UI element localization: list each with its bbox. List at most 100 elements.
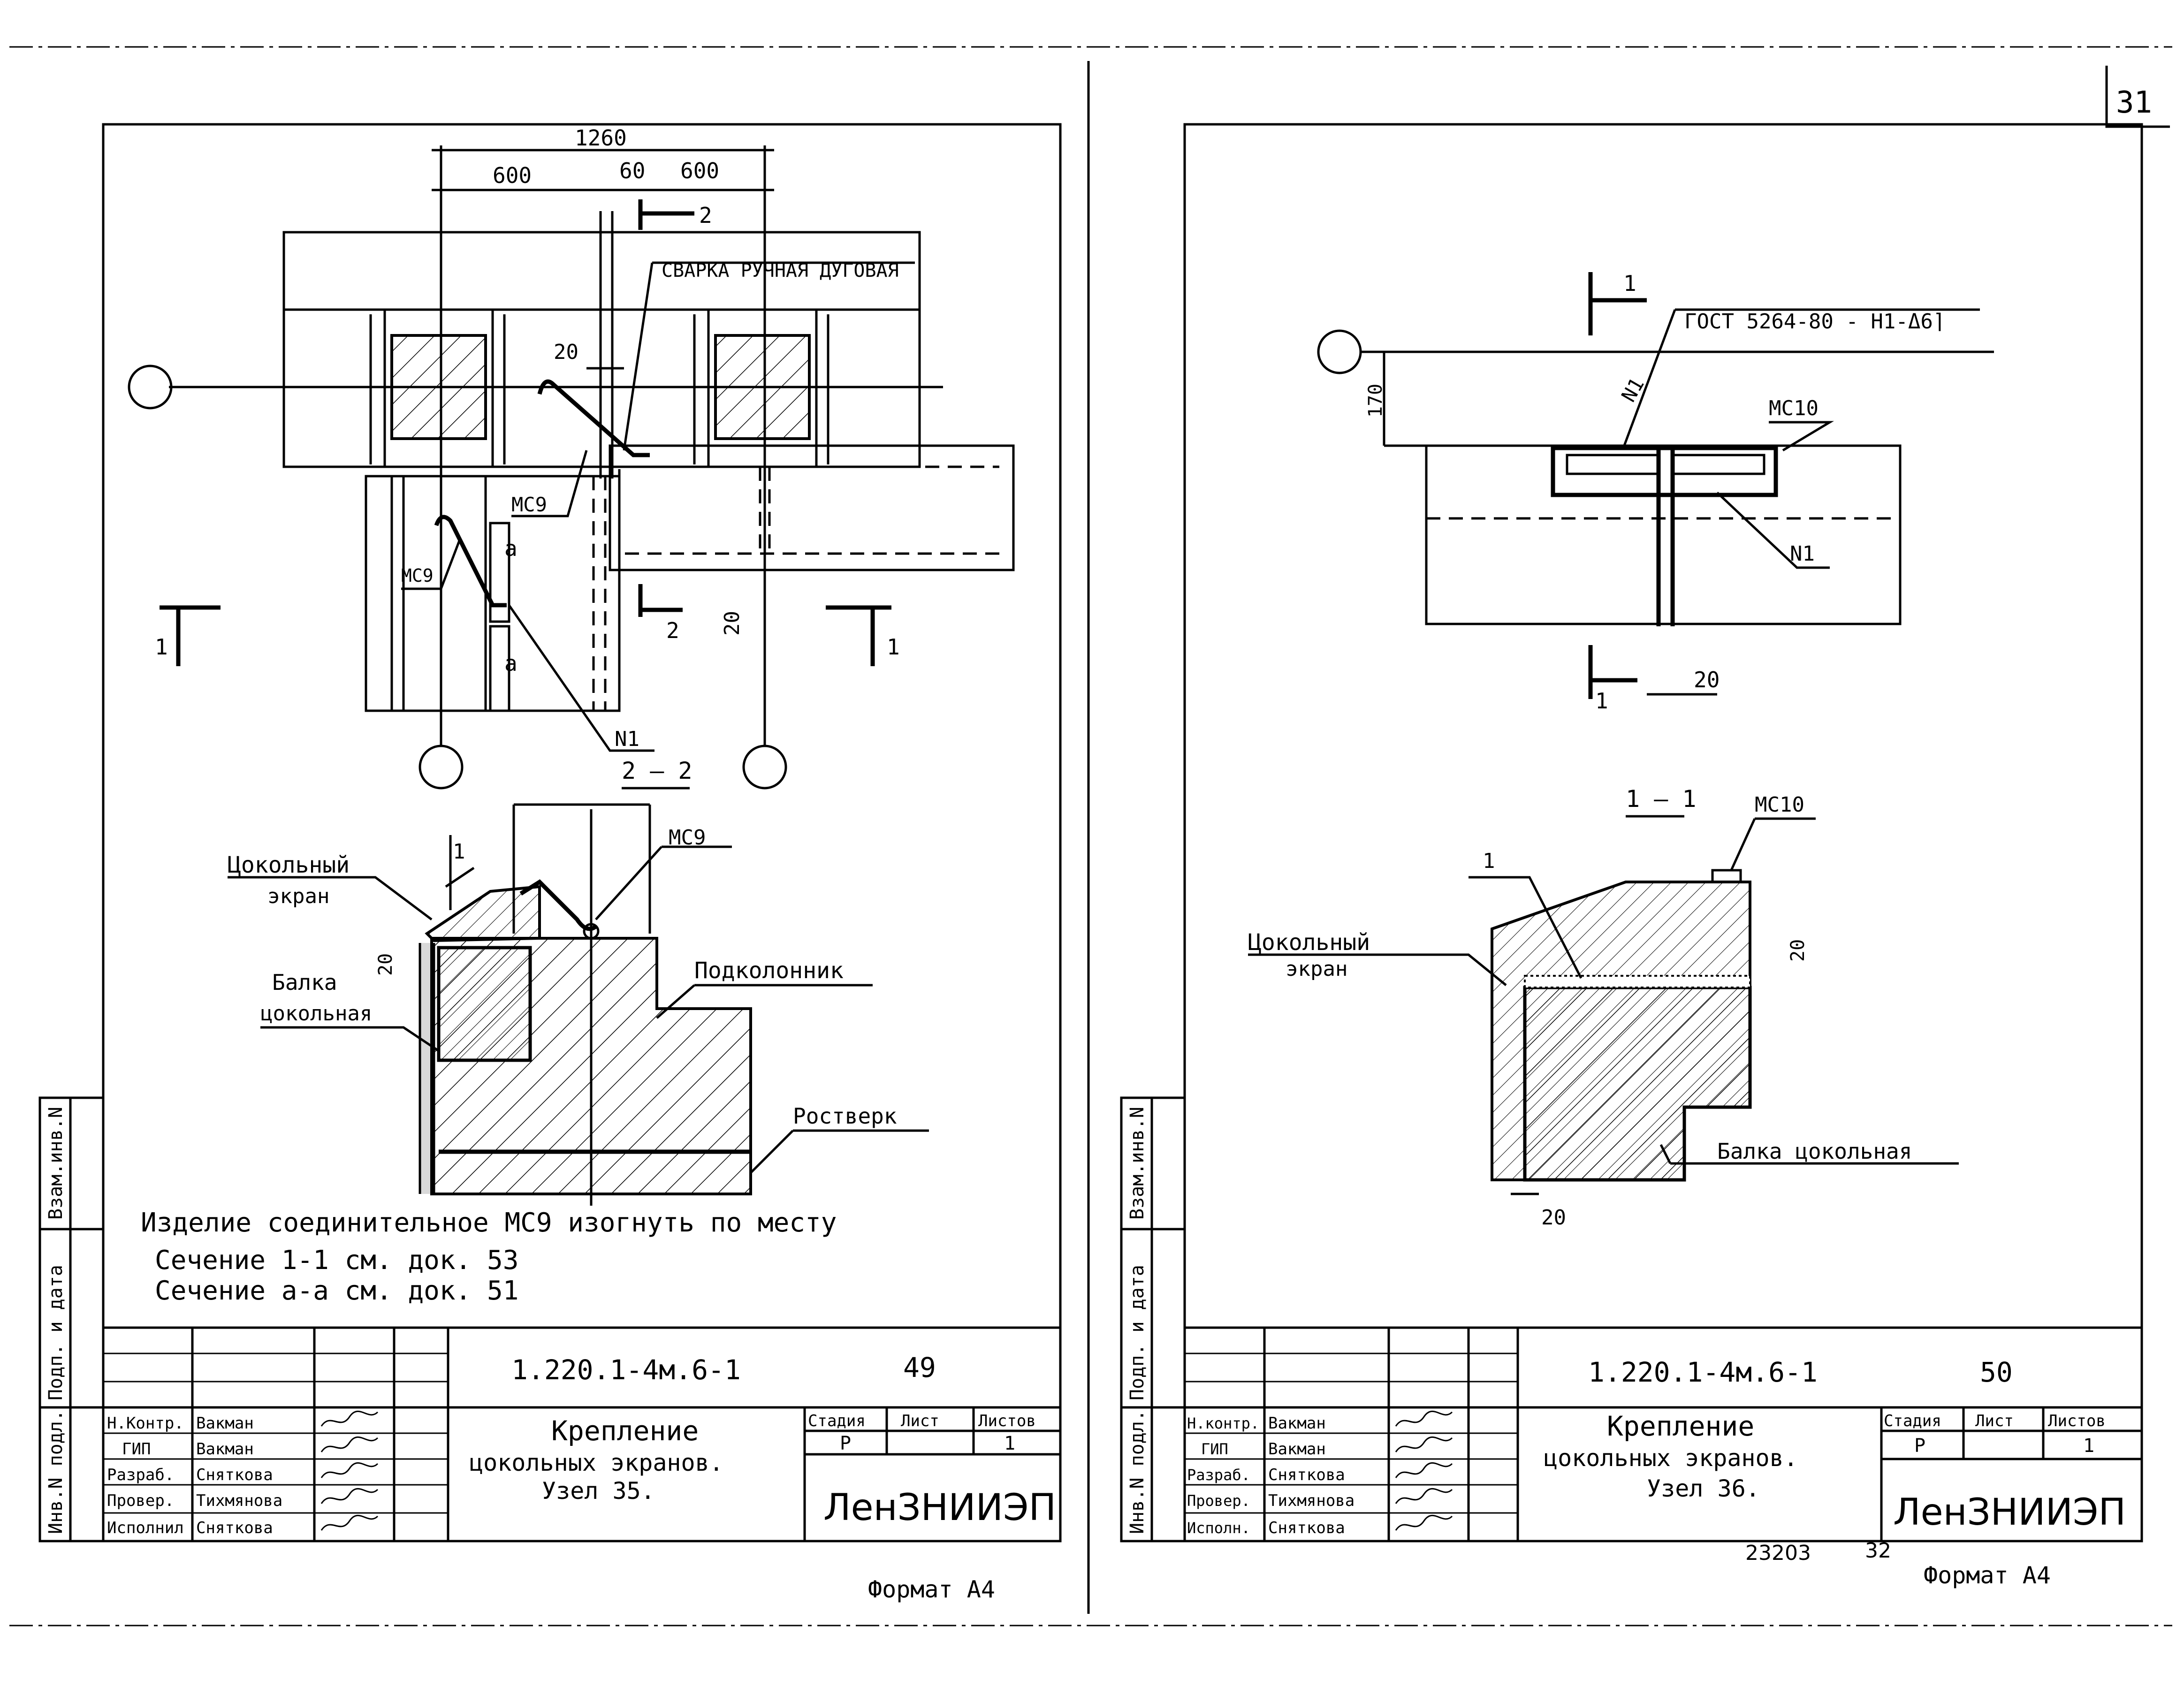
stamp-replace-inv-r: Взам.инв.N	[1126, 1107, 1148, 1220]
note-line-2: Сечение 1-1 см. док. 53	[155, 1245, 518, 1276]
right-side-stamp: Инв.N подл. Подп. и дата Взам.инв.N	[1120, 1096, 1186, 1543]
beam-label-1: Балка	[272, 970, 337, 995]
archive-sheet: 32	[1865, 1539, 1891, 1563]
org-name-r: ЛенЗНИИЭП	[1893, 1491, 2126, 1534]
gost-note: ГОСТ 5264-80 - Н1-Δ6⌉	[1684, 310, 1945, 334]
role-r4: Провер.	[1187, 1492, 1250, 1510]
left-plan-view: 1260 600 60 600 20 20 2 2 1 1 СВАРКА РУЧ…	[128, 125, 1015, 790]
section-mark-1-right: 1	[887, 634, 900, 660]
dim-170: 170	[1365, 384, 1386, 418]
name-1: Вакман	[196, 1414, 254, 1433]
title-line-1-r: Крепление	[1607, 1410, 1754, 1442]
grillage-label: Ростверк	[793, 1103, 897, 1129]
dim-20-plan: 20	[554, 340, 578, 364]
role-3: Разраб.	[107, 1466, 174, 1484]
role-r1: Н.контр.	[1187, 1414, 1259, 1432]
doc-number-r: 50	[1980, 1356, 2013, 1388]
name-r2: Вакман	[1268, 1440, 1326, 1459]
screen-label-r2: экран	[1286, 957, 1347, 981]
page-number: 31	[2116, 85, 2152, 120]
left-section-2-2: 2 – 2 1 МС9 Цокольный экран 20 Балка	[228, 757, 929, 1206]
role-5: Исполнил	[107, 1519, 184, 1537]
mc10-label-top: МС10	[1769, 396, 1819, 420]
signatures	[320, 1410, 379, 1531]
stamp-inv-no: Инв.N подл.	[45, 1410, 67, 1534]
screen-label-r1: Цокольный	[1248, 929, 1370, 956]
pos-1-label-r: 1	[1483, 849, 1495, 873]
stage-header-r: Стадия	[1884, 1412, 1941, 1430]
mc9-label-1: МС9	[511, 493, 547, 516]
section-1-1-title: 1 – 1	[1626, 785, 1697, 813]
screen-label-2: экран	[267, 884, 329, 908]
sheets-header-r: Листов	[2048, 1412, 2106, 1430]
mc10-label-section: МС10	[1755, 793, 1804, 817]
title-line-3-r: Узел 36.	[1647, 1475, 1760, 1502]
n1-label-right: N1	[1790, 542, 1815, 566]
name-r5: Снятковa	[1268, 1519, 1345, 1537]
right-sheet: Инв.N подл. Подп. и дата Взам.инв.N 170 …	[1120, 123, 2143, 1589]
name-3: Снятковa	[196, 1466, 273, 1484]
name-4: Тихмянова	[196, 1491, 282, 1510]
title-line-3: Узел 35.	[542, 1477, 655, 1505]
role-4: Провер.	[107, 1491, 174, 1510]
dim-600-left: 600	[493, 163, 532, 188]
beam-label-r: Балка цокольная	[1717, 1139, 1912, 1164]
dim-20-section-r: 20	[1787, 939, 1809, 962]
note-line-1: Изделие соединительное МС9 изогнуть по м…	[141, 1208, 837, 1238]
doc-code: 1.220.1-4м.6-1	[511, 1354, 741, 1386]
weld-note: СВАРКА РУЧНАЯ ДУГОВАЯ	[662, 260, 899, 281]
format-label-left: Формат А4	[868, 1576, 995, 1603]
name-r4: Тихмянова	[1268, 1491, 1355, 1510]
dim-20-vert: 20	[720, 611, 744, 636]
role-1: Н.Контр.	[107, 1414, 184, 1433]
dim-1260: 1260	[575, 125, 627, 151]
beam-label-2: цокольная	[260, 1002, 372, 1026]
screen-label-1: Цокольный	[228, 852, 350, 878]
stamp-sign-date: Подп. и дата	[45, 1265, 67, 1400]
page-number-box	[2105, 66, 2170, 128]
title-line-2-r: цокольных экранов.	[1544, 1444, 1798, 1472]
section-mark-1-bottom: 1	[1595, 688, 1608, 714]
section-a-bottom: а	[504, 651, 517, 676]
role-r5: Исполн.	[1187, 1519, 1250, 1537]
dim-20-plan-r: 20	[1694, 667, 1720, 692]
role-r3: Разраб.	[1187, 1466, 1250, 1484]
stamp-sign-date-r: Подп. и дата	[1126, 1265, 1148, 1400]
left-side-stamp: Инв.N подл. Подп. и дата Взам.инв.N	[38, 1096, 105, 1543]
sheets-value: 1	[1004, 1433, 1015, 1454]
section-mark-2-bottom: 2	[666, 618, 679, 643]
name-2: Вакман	[196, 1440, 254, 1459]
stage-value-r: Р	[1914, 1435, 1925, 1457]
stamp-replace-inv: Взам.инв.N	[45, 1107, 67, 1220]
stage-header: Стадия	[808, 1412, 866, 1430]
title-line-2: цокольных экранов.	[469, 1449, 723, 1476]
note-line-3: Сечение а-а см. док. 51	[155, 1276, 518, 1306]
left-title-block: 1.220.1-4м.6-1 49 Крепление цокольных эк…	[102, 1326, 1062, 1543]
mc9-label-2: МС9	[401, 565, 434, 586]
right-title-block: 1.220.1-4м.6-1 50 Крепление цокольных эк…	[1183, 1326, 2143, 1543]
pos-1-label: 1	[453, 840, 465, 864]
stage-value: Р	[840, 1433, 851, 1454]
dim-600-right: 600	[680, 158, 719, 183]
section-a-top: а	[504, 536, 517, 561]
section-mark-1-left: 1	[155, 634, 168, 660]
pile-cap-label: Подколонник	[694, 957, 844, 984]
name-r1: Вакман	[1268, 1414, 1326, 1433]
right-section-1-1: 1 – 1 МС10 1 Цокольный экран 20 Балка цо…	[1248, 785, 1959, 1230]
section-mark-1-top: 1	[1623, 271, 1636, 296]
right-plan-view: 170 1 1 ГОСТ 5264-80 - Н1-Δ6⌉ N1 МС10 N1…	[1317, 271, 1994, 714]
dim-60: 60	[619, 158, 645, 183]
sheet-header-r: Лист	[1975, 1412, 2014, 1430]
name-r3: Снятковa	[1268, 1466, 1345, 1484]
stamp-inv-no-r: Инв.N подл.	[1126, 1410, 1148, 1534]
role-2: ГИП	[122, 1440, 151, 1459]
doc-number: 49	[903, 1352, 936, 1383]
section-mark-2-top: 2	[699, 203, 712, 228]
role-r2: ГИП	[1201, 1440, 1228, 1458]
format-label-right: Формат А4	[1924, 1562, 2051, 1589]
signatures-r	[1395, 1410, 1453, 1531]
dim-20-bottom-r: 20	[1541, 1206, 1566, 1230]
sheets-header: Листов	[978, 1412, 1036, 1430]
n1-label-top: N1	[1617, 374, 1649, 406]
